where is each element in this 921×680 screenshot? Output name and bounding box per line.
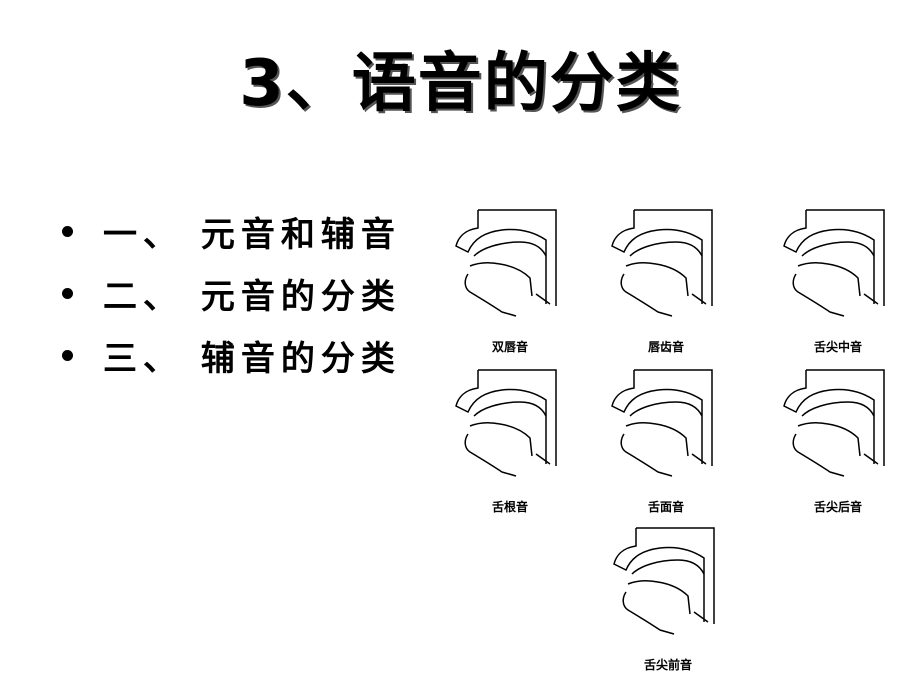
diagram-label: 双唇音 xyxy=(491,340,528,354)
diagram-label: 舌根音 xyxy=(491,500,528,514)
bullet-item: 二、 元音的分类 xyxy=(62,262,401,324)
articulation-diagram: 舌尖中音 xyxy=(778,208,908,354)
bullet-list: 一、 元音和辅音 二、 元音的分类 三、 辅音的分类 xyxy=(62,200,401,386)
diagram-label: 舌面音 xyxy=(647,500,684,514)
vocal-tract-icon xyxy=(783,369,885,477)
bullet-dot-icon xyxy=(62,349,73,361)
articulation-diagram: 双唇音 xyxy=(450,208,580,354)
vocal-tract-icon xyxy=(611,369,713,477)
bullet-text: 三、 辅音的分类 xyxy=(103,338,401,379)
bullet-dot-icon xyxy=(62,225,73,237)
bullet-item: 三、 辅音的分类 xyxy=(62,324,401,386)
bullet-dot-icon xyxy=(62,287,73,299)
diagram-label: 舌尖后音 xyxy=(813,500,862,514)
vocal-tract-icon xyxy=(611,209,713,317)
articulation-diagram: 舌根音 xyxy=(450,368,580,514)
diagram-label: 舌尖前音 xyxy=(643,658,692,672)
vocal-tract-icon xyxy=(783,209,885,317)
articulation-diagram: 舌尖后音 xyxy=(778,368,908,514)
diagram-label: 唇齿音 xyxy=(647,340,684,354)
vocal-tract-icon xyxy=(455,209,557,317)
diagram-label: 舌尖中音 xyxy=(813,340,862,354)
bullet-text: 二、 元音的分类 xyxy=(103,276,401,317)
slide-title: 3、语音的分类 xyxy=(239,47,682,121)
articulation-diagram: 唇齿音 xyxy=(606,208,736,354)
vocal-tract-icon xyxy=(455,369,557,477)
articulation-diagram: 舌面音 xyxy=(606,368,736,514)
articulation-diagram: 舌尖前音 xyxy=(608,526,738,672)
bullet-item: 一、 元音和辅音 xyxy=(62,200,401,262)
bullet-text: 一、 元音和辅音 xyxy=(103,214,401,255)
vocal-tract-icon xyxy=(613,527,715,635)
